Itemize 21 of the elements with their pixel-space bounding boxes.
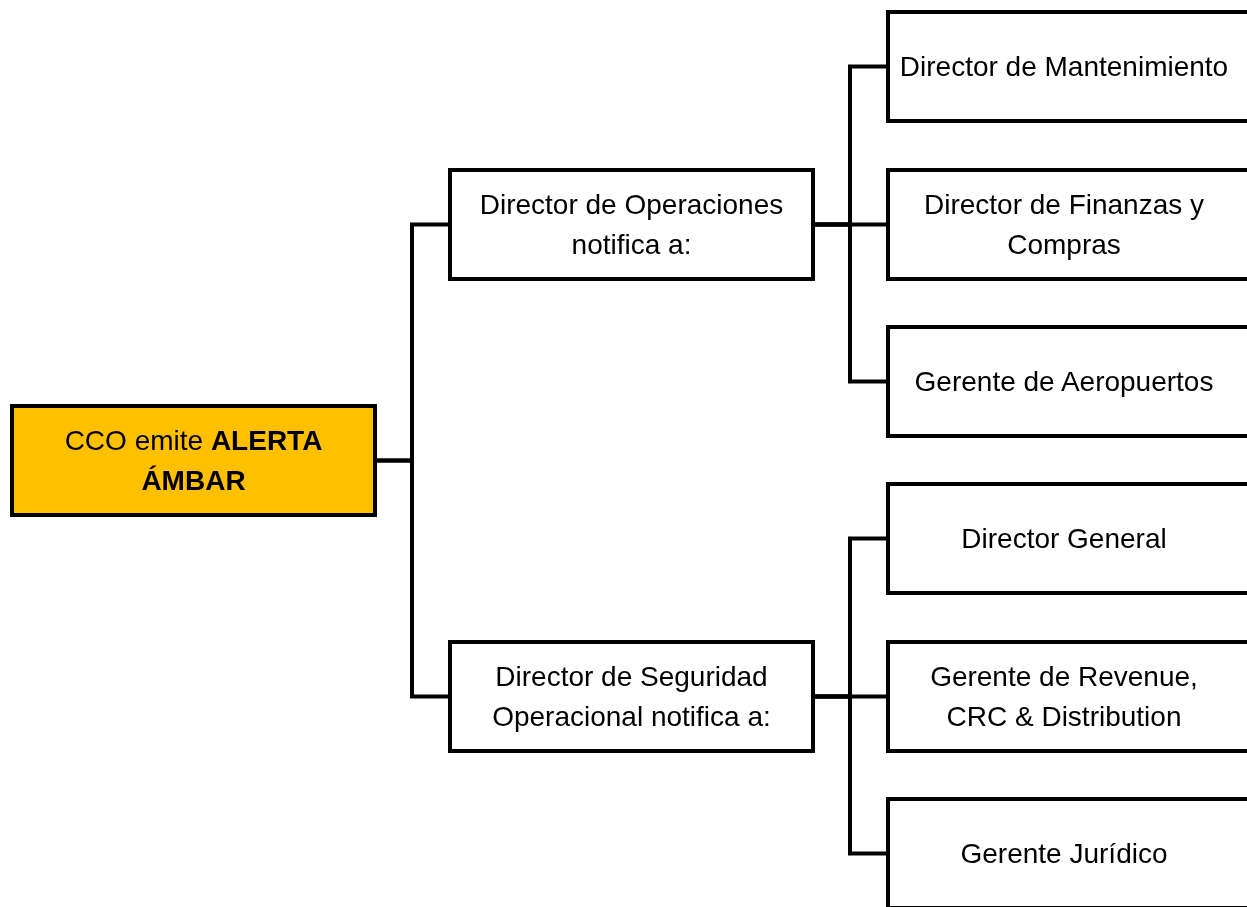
box-text: Director de Mantenimiento [899, 49, 1229, 84]
box-text: Director de Seguridad Operacional notifica a: [491, 660, 772, 734]
role-box [448, 168, 815, 281]
role-box [886, 10, 1247, 123]
connector-line [377, 458, 448, 699]
role-box [886, 640, 1247, 753]
alert-box [10, 404, 377, 517]
box-text: Gerente Jurídico [960, 836, 1168, 871]
box-text: Director de Operaciones notifica a: [478, 188, 785, 262]
role-box [886, 168, 1247, 281]
box-text: Director de Finanzas y Compras [922, 188, 1206, 262]
role-box [886, 797, 1247, 907]
box-text: Gerente de Aeropuertos [914, 364, 1214, 399]
box-text: Gerente de Revenue, CRC & Distribution [929, 660, 1199, 734]
role-box [448, 640, 815, 753]
box-text: CCO emite ALERTA ÁMBAR [63, 424, 324, 498]
role-box [886, 325, 1247, 438]
connector-line [815, 694, 886, 856]
connector-line [815, 222, 886, 384]
box-text: Director General [961, 521, 1167, 556]
role-box [886, 482, 1247, 595]
